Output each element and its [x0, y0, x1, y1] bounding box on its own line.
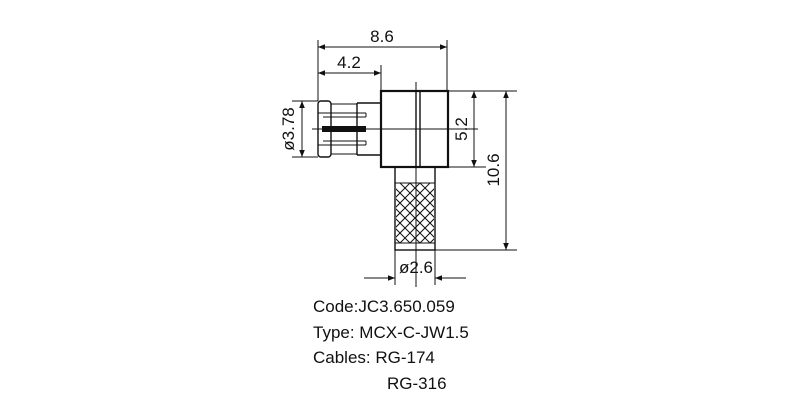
dim-label-8-6: 8.6 [370, 27, 394, 46]
dim-cable-diameter: ø2.6 [364, 250, 466, 285]
dim-label-3-78: ø3.78 [279, 107, 298, 150]
dim-total-height: 10.6 [435, 91, 517, 251]
dim-label-10-6: 10.6 [484, 153, 503, 186]
spec-cables: Cables: RG-174 [313, 348, 435, 367]
dim-overall-length: 8.6 [317, 27, 448, 101]
dim-connector-diameter: ø3.78 [279, 100, 318, 158]
cable [394, 166, 436, 251]
dim-body-height: 5.2 [448, 90, 517, 168]
dim-connector-length: 4.2 [318, 53, 382, 91]
spec-type: Type: MCX-C-JW1.5 [313, 323, 469, 342]
dim-label-5-2: 5.2 [452, 117, 471, 141]
dim-label-4-2: 4.2 [337, 53, 361, 72]
braid-pattern [396, 183, 434, 243]
spec-cables-extra: RG-316 [387, 374, 447, 393]
spec-code: Code:JC3.650.059 [313, 297, 455, 316]
dim-label-2-6: ø2.6 [399, 258, 433, 277]
